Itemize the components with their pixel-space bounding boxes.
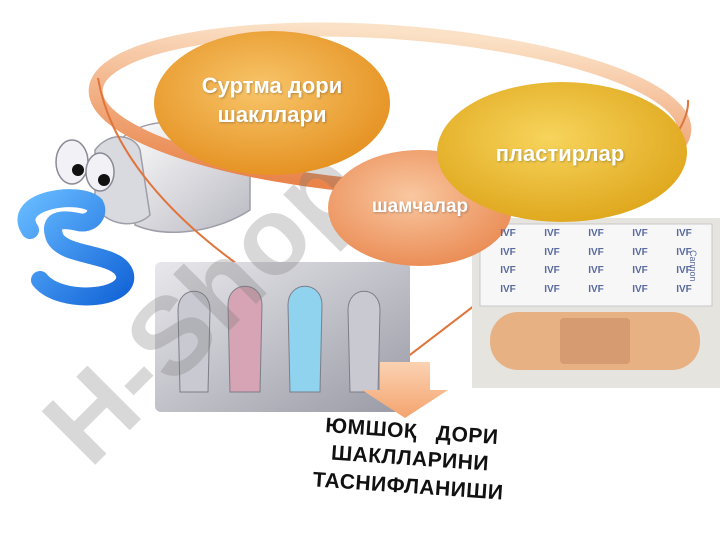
bubble-surtma (154, 31, 390, 175)
plaster-brand: IVF (544, 265, 560, 276)
plaster-brand: IVF (676, 265, 692, 276)
plaster-brand: IVF (632, 265, 648, 276)
plaster-brand: IVF (632, 283, 648, 295)
plaster-brand: IVF (588, 283, 604, 295)
down-arrow-icon (362, 362, 448, 418)
plaster-brand: IVF (500, 228, 516, 239)
suppository-blister-image (155, 262, 410, 412)
plaster-brand: IVF (676, 283, 692, 295)
bubble-plastirlar (437, 82, 687, 222)
bubble-label-shamchalar: шамчалар (371, 196, 469, 217)
plaster-brand: IVF (544, 283, 560, 295)
plaster-brand: IVF (500, 265, 516, 276)
plaster-brand: IVF (676, 228, 692, 239)
plaster-brand: IVF (676, 246, 692, 258)
plaster-brand: IVF (632, 228, 648, 239)
plaster-brand: IVF (500, 283, 516, 295)
plaster-brand: IVF (588, 246, 604, 258)
plaster-brand: IVF (544, 246, 560, 258)
bubble-label-surtma: Суртма дори шакллари (201, 73, 343, 127)
plaster-brand: IVF (588, 228, 604, 239)
plaster-brand-grid: IVF IVF IVF IVF IVF IVF IVF IVF IVF IVF … (486, 228, 706, 302)
plaster-image (472, 218, 720, 388)
plaster-brand: IVF (588, 265, 604, 276)
bubble-label-plastirlar: пластирлар (495, 141, 625, 166)
diagram-caption: ЮМШОҚ ДОРИ ШАКЛЛАРИНИ ТАСНИФЛАНИШИ (297, 410, 522, 507)
plaster-brand: IVF (500, 246, 516, 258)
plaster-side-text: Cannon (688, 250, 698, 282)
plaster-brand: IVF (544, 228, 560, 239)
plaster-brand: IVF (632, 246, 648, 258)
